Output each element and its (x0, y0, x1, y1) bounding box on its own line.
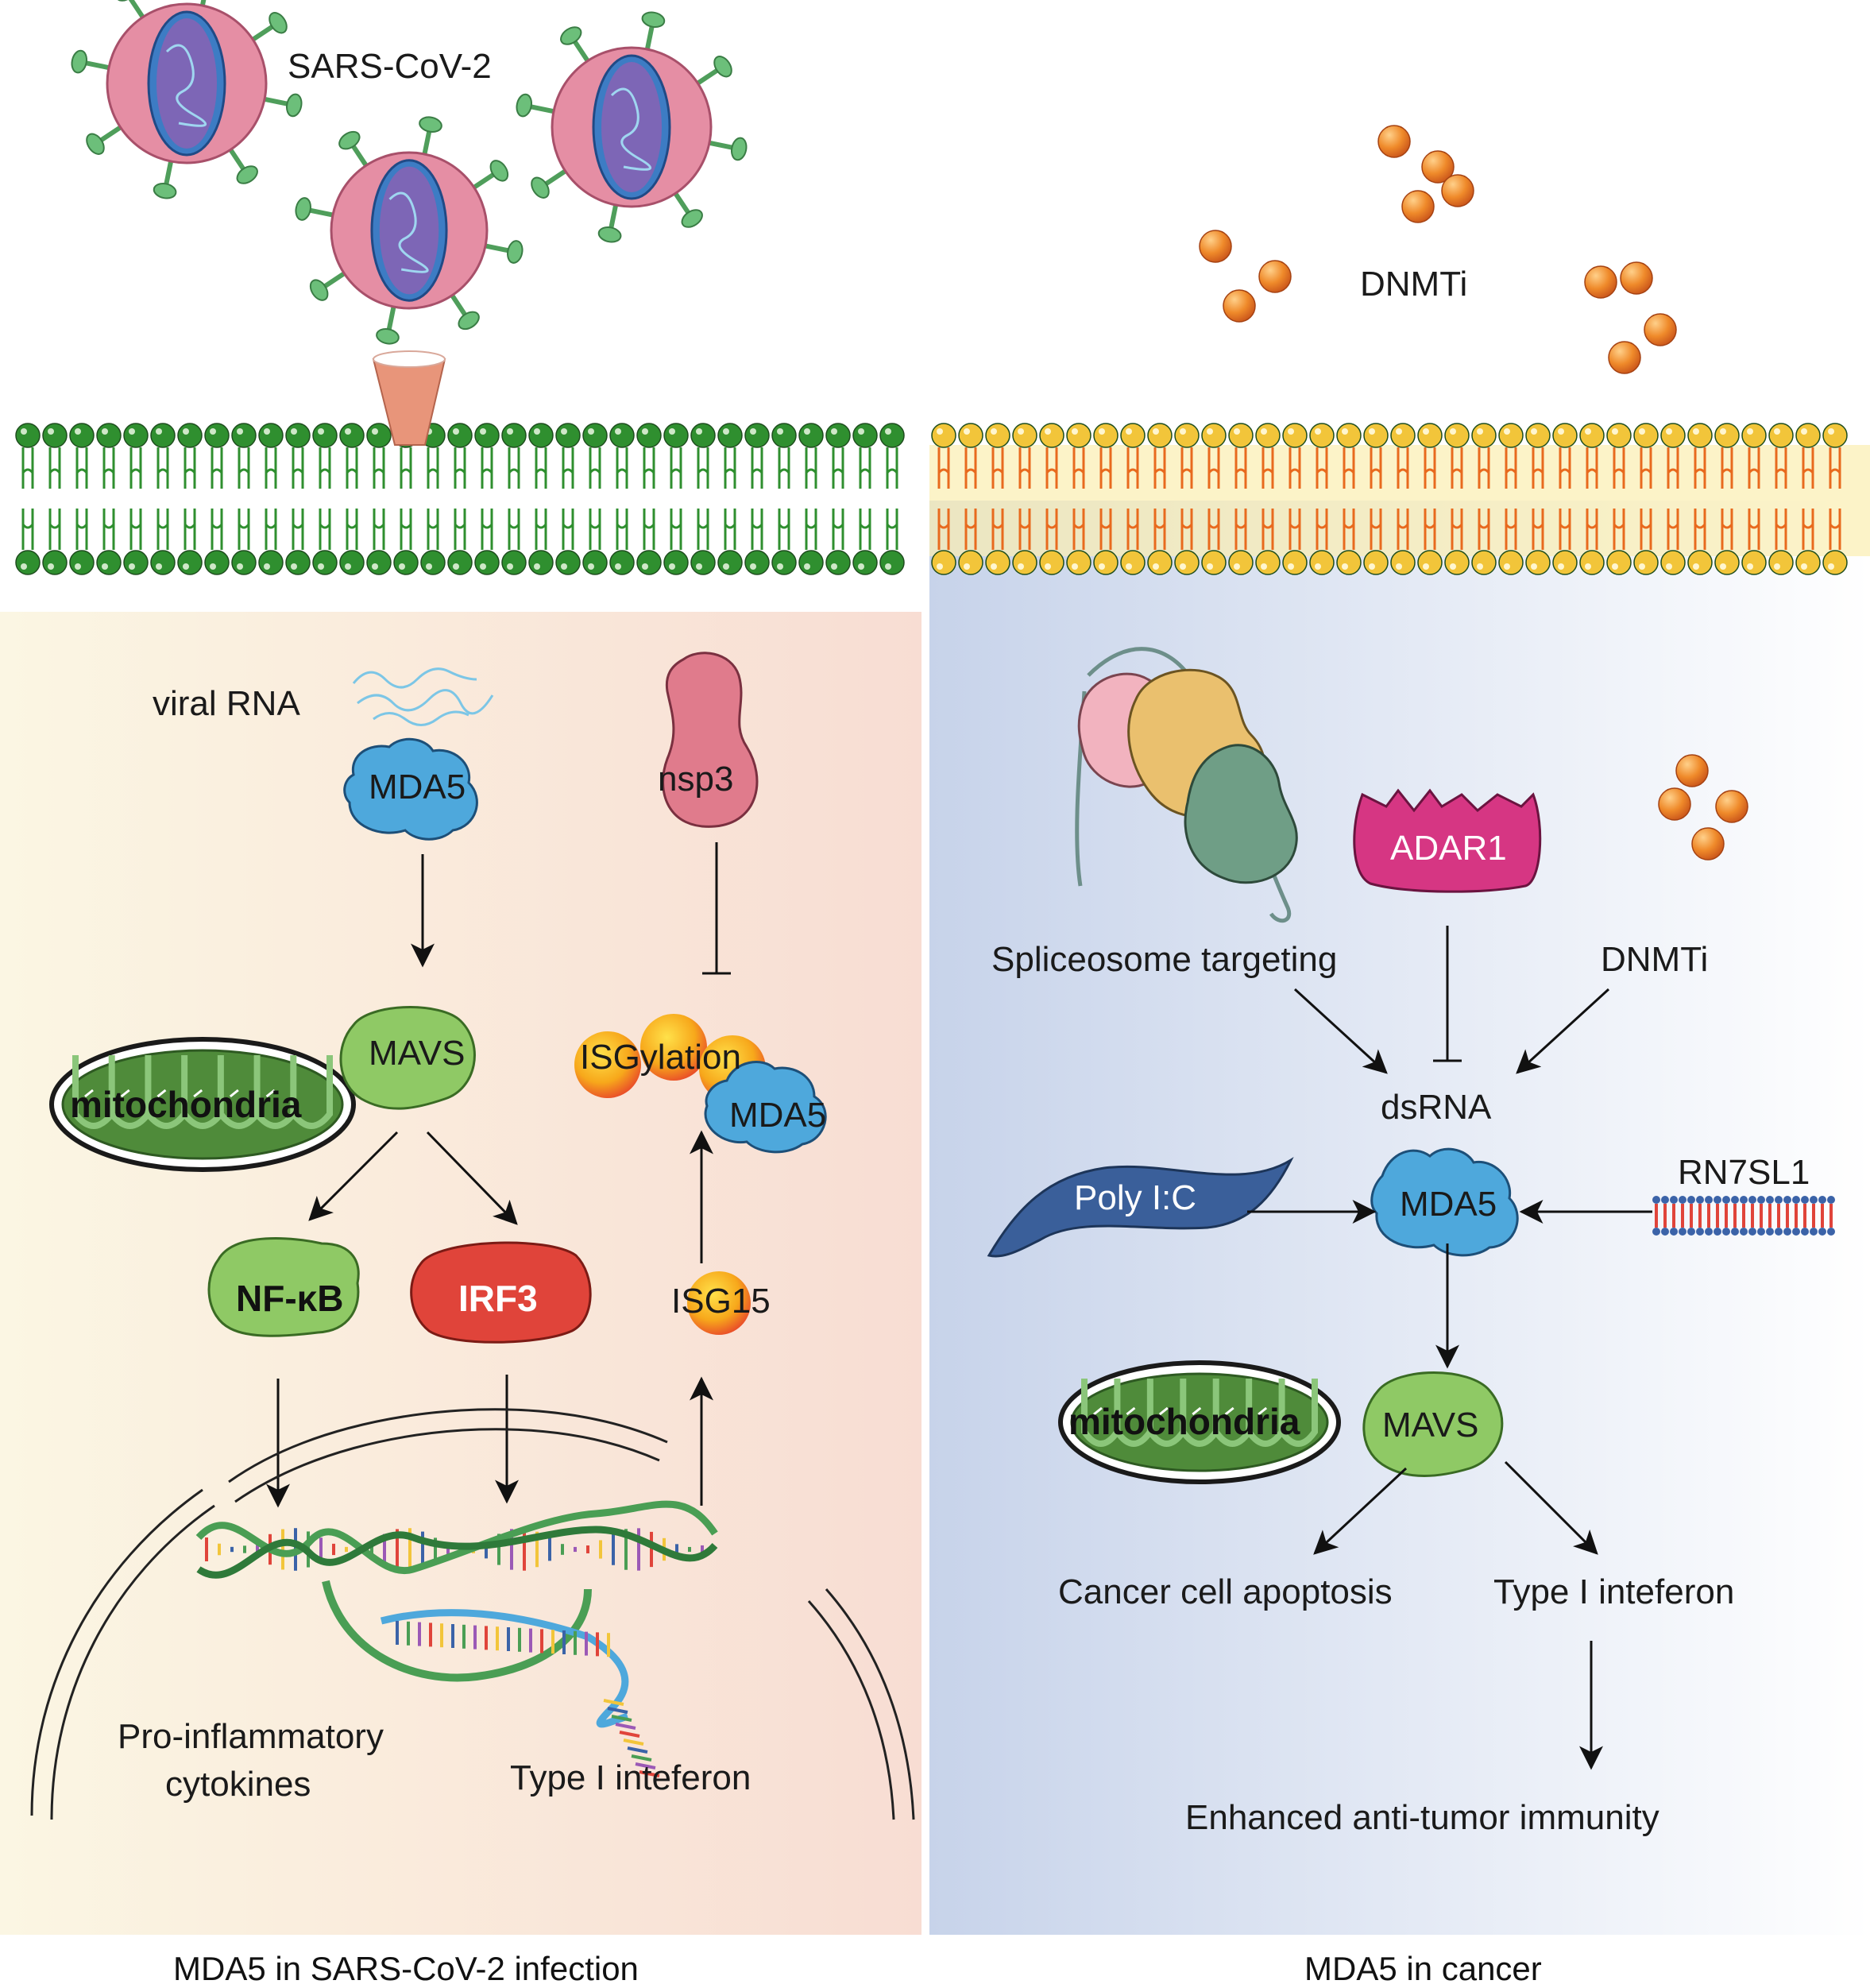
adar1-protein (1353, 788, 1542, 893)
immunity-label: Enhanced anti-tumor immunity (1185, 1798, 1659, 1837)
dnmti-particle-icon (1658, 754, 1748, 861)
isg15-label: ISG15 (671, 1282, 771, 1321)
mavs-right-label: MAVS (1382, 1406, 1478, 1445)
virus-label: SARS-CoV-2 (288, 47, 492, 86)
arrow-mavs-to-apoptosis (1313, 1467, 1408, 1555)
viral-rna-icon (352, 667, 494, 726)
mitochondria-icon (49, 1037, 356, 1172)
caption-left: MDA5 in SARS-CoV-2 infection (173, 1950, 639, 1987)
arrow-spliceosome-to-dsrna (1293, 988, 1388, 1074)
membrane-bilayer-icon (15, 423, 905, 575)
isg-sphere-icon (574, 1014, 766, 1102)
nsp3-label: nsp3 (658, 760, 733, 799)
type1-ifn-right-label: Type I inteferon (1493, 1572, 1734, 1611)
nfkb-protein (207, 1237, 360, 1337)
arrow-mavs-to-nfkb (308, 1131, 399, 1221)
mda5-isg-label: MDA5 (729, 1096, 826, 1135)
mda5-protein (343, 737, 478, 841)
arrow-dnmti-to-dsrna (1516, 988, 1610, 1074)
nsp3-protein (662, 652, 759, 828)
mavs-protein-right (1362, 1371, 1504, 1477)
mda5-isgylated-protein (704, 1061, 827, 1154)
arrow-mavs-to-ifn (1504, 1460, 1598, 1555)
type1-ifn-left-label: Type I inteferon (510, 1758, 751, 1797)
nfkb-label: NF-κB (236, 1278, 344, 1319)
mavs-label: MAVS (369, 1034, 465, 1073)
cytokines-label: cytokines (165, 1765, 311, 1804)
isg-sphere-icon (687, 1271, 751, 1335)
dnmti-label: DNMTi (1601, 940, 1708, 979)
mda5-label: MDA5 (369, 768, 466, 806)
dnmti-particle-icon (1199, 125, 1677, 374)
apoptosis-label: Cancer cell apoptosis (1058, 1572, 1393, 1611)
mitochondria-right-label: mitochondria (1068, 1401, 1300, 1442)
spliceosome-icon (1075, 647, 1298, 923)
rn7sl1-bilayer-icon (1652, 1196, 1835, 1236)
rn7sl1-label: RN7SL1 (1678, 1153, 1810, 1192)
irf3-label: IRF3 (458, 1278, 538, 1319)
mda5-protein-right (1370, 1147, 1519, 1257)
mda5-right-label: MDA5 (1400, 1185, 1497, 1224)
membrane-bilayer-icon (929, 423, 1870, 575)
irf3-protein (410, 1241, 592, 1344)
poly-ic-label: Poly I:C (1074, 1178, 1196, 1217)
mitochondria-label: mitochondria (70, 1084, 302, 1125)
dna-helix-icon (195, 1500, 718, 1777)
isgylation-label: ISGylation (580, 1038, 741, 1077)
dsrna-label: dsRNA (1381, 1088, 1492, 1127)
caption-right: MDA5 in cancer (1304, 1950, 1542, 1987)
nucleus-envelope-icon (30, 1408, 915, 1820)
poly-ic-ribbon-icon (987, 1156, 1294, 1258)
inhibit-nsp3-isgylation (702, 842, 731, 975)
mitochondria-icon (1058, 1360, 1341, 1484)
virus-icon (71, 0, 748, 345)
pro-inflammatory-label: Pro-inflammatory (118, 1717, 384, 1756)
pore-icon (372, 350, 446, 446)
inhibit-adar1-dsrna (1433, 926, 1462, 1062)
spliceosome-label: Spliceosome targeting (991, 940, 1337, 979)
adar1-label: ADAR1 (1390, 829, 1507, 868)
viral-rna-label: viral RNA (153, 684, 300, 723)
mavs-protein (339, 1006, 476, 1110)
arrow-mavs-to-irf3 (426, 1131, 518, 1225)
dnmti-top-label: DNMTi (1360, 265, 1467, 304)
